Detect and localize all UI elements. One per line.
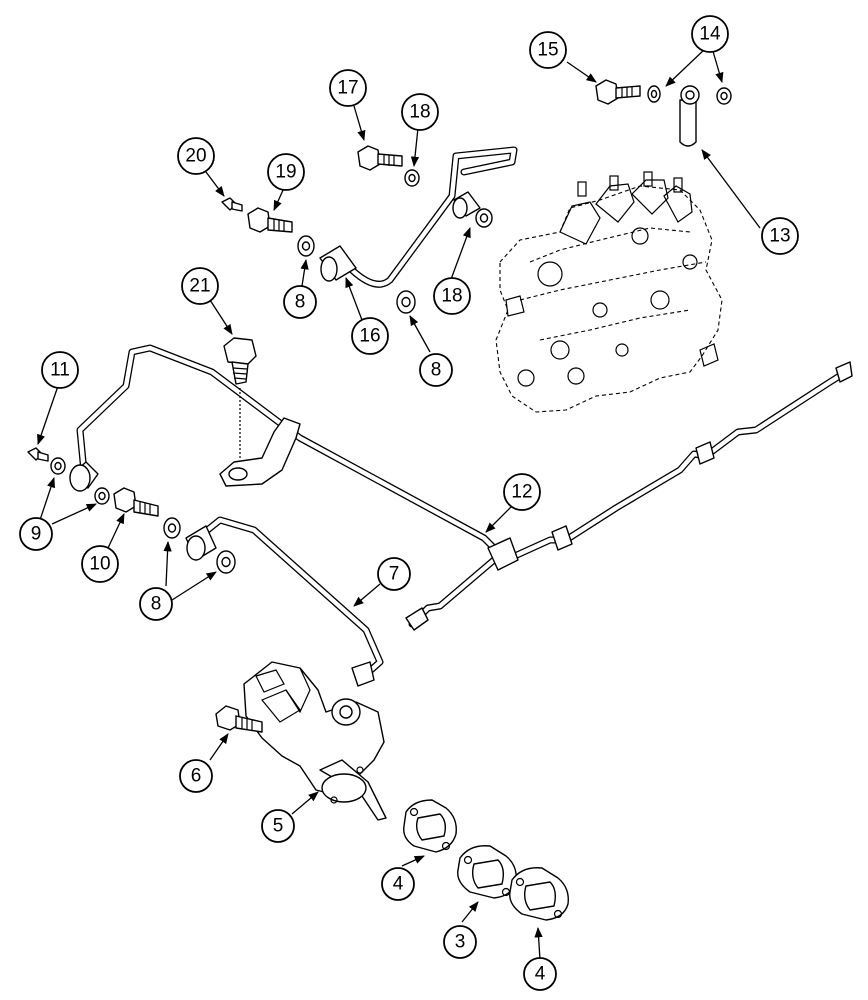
- leader-lines: [37, 47, 761, 961]
- callout-label-11: 11: [50, 360, 70, 381]
- washer-9: [50, 457, 110, 505]
- washer-8-upper: [297, 235, 416, 314]
- callout-5: 5: [261, 809, 295, 843]
- callout-label-20: 20: [185, 146, 206, 167]
- callout-label-4-a: 4: [393, 874, 404, 895]
- callout-label-8-upper: 8: [295, 292, 306, 313]
- pipe-12: [405, 361, 853, 631]
- callout-label-8-mid: 8: [431, 360, 442, 381]
- washer-8-lower: [163, 517, 236, 574]
- bracket: [219, 417, 301, 487]
- screw-11: [27, 447, 49, 462]
- callout-label-14: 14: [699, 24, 721, 45]
- callout-21: 21: [181, 267, 219, 305]
- callout-12: 12: [503, 473, 541, 511]
- callout-14: 14: [691, 15, 729, 53]
- callout-label-12: 12: [511, 482, 532, 503]
- callout-label-18-lower: 18: [441, 286, 462, 307]
- callout-8-upper: 8: [283, 285, 317, 319]
- gasket-3: [457, 845, 517, 899]
- callout-label-5: 5: [273, 816, 284, 837]
- callout-18-upper: 18: [401, 93, 439, 131]
- callout-17: 17: [329, 69, 367, 107]
- callout-19: 19: [267, 153, 305, 191]
- pipe-16: [319, 146, 518, 288]
- callout-label-13: 13: [769, 226, 790, 247]
- callout-13: 13: [761, 217, 799, 255]
- callout-20: 20: [177, 137, 215, 175]
- washer-18: [404, 169, 493, 228]
- callout-label-4-b: 4: [535, 964, 546, 985]
- bolt-21: [223, 337, 257, 460]
- pipe-7: [185, 516, 384, 687]
- banjo-bolt-15: [595, 79, 641, 105]
- bolt-19: [247, 207, 293, 233]
- callout-label-19: 19: [275, 162, 296, 183]
- callout-label-17: 17: [337, 78, 358, 99]
- callout-11: 11: [41, 351, 79, 389]
- fitting-13: [679, 85, 700, 147]
- callout-10: 10: [81, 545, 119, 583]
- callout-7: 7: [377, 557, 411, 591]
- washer-14: [647, 85, 732, 105]
- callout-6: 6: [179, 759, 213, 793]
- lift-pump-5: [243, 661, 387, 821]
- callout-label-7: 7: [389, 564, 400, 585]
- callout-4-b: 4: [523, 957, 557, 991]
- bolt-10: [113, 487, 159, 517]
- callout-16: 16: [351, 317, 389, 355]
- gasket-4-a: [403, 799, 457, 853]
- callout-label-10: 10: [89, 554, 110, 575]
- callout-label-3: 3: [455, 932, 466, 953]
- callout-label-21: 21: [189, 276, 210, 297]
- callout-label-15: 15: [537, 40, 558, 61]
- gasket-4-b: [509, 867, 569, 921]
- callout-18-lower: 18: [433, 277, 471, 315]
- pipe-11: [69, 344, 498, 552]
- callout-15: 15: [529, 31, 567, 69]
- screw-20: [221, 197, 243, 212]
- callout-label-6: 6: [191, 766, 202, 787]
- bolt-17: [357, 145, 403, 171]
- injection-pump: [495, 171, 723, 413]
- callout-label-9: 9: [31, 524, 42, 545]
- callout-8-lower: 8: [139, 587, 173, 621]
- callout-label-18-upper: 18: [409, 102, 430, 123]
- callout-8-mid: 8: [419, 353, 453, 387]
- callout-3: 3: [443, 925, 477, 959]
- callout-9: 9: [19, 517, 53, 551]
- screw-6: [215, 705, 263, 733]
- callout-4-a: 4: [381, 867, 415, 901]
- callout-label-16: 16: [359, 326, 380, 347]
- callout-label-8-lower: 8: [151, 594, 162, 615]
